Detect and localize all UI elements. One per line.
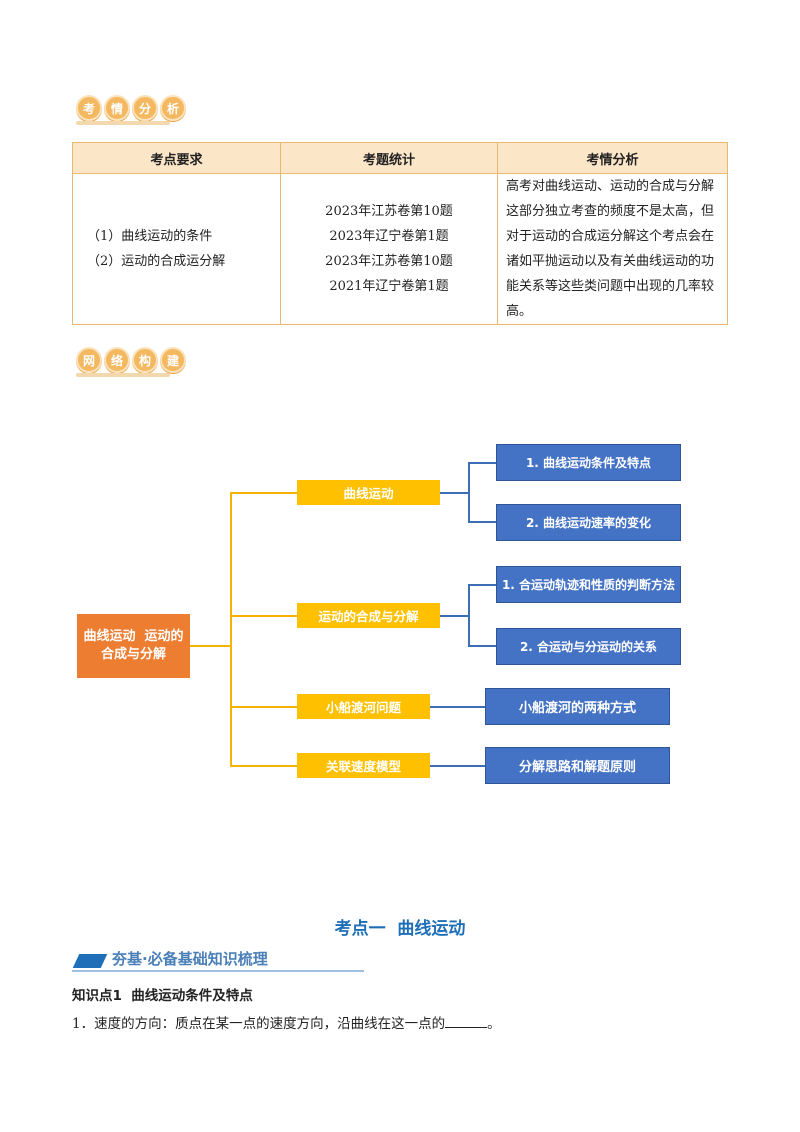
mindmap-root: 曲线运动 运动的 合成与分解 (77, 614, 190, 678)
statistics-cell: 2023年江苏卷第10题 2023年辽宁卷第1题 2023年江苏卷第10题 20… (280, 173, 498, 325)
badge-char: 情 (104, 95, 130, 121)
mindmap-branch: 运动的合成与分解 (297, 603, 440, 628)
mindmap-leaf: 1. 曲线运动条件及特点 (496, 444, 681, 481)
connector (230, 615, 297, 617)
connector (440, 492, 468, 494)
root-label: 曲线运动 运动的 (83, 629, 184, 644)
badge-underline (76, 121, 170, 125)
badge-char: 网 (76, 347, 102, 373)
connector (230, 706, 297, 708)
mindmap-leaf: 2. 曲线运动速率的变化 (496, 504, 681, 541)
mindmap-leaf: 2. 合运动与分运动的关系 (496, 628, 681, 665)
mindmap-branch: 小船渡河问题 (297, 694, 430, 719)
analysis-line: 能关系等这些类问题中出现的几率较 (506, 279, 715, 294)
analysis-line: 对于运动的合成运分解这个考点会在 (506, 229, 715, 244)
exam-analysis-table: 考点要求 考题统计 考情分析 （1）曲线运动的条件 （2）运动的合成运分解 20… (72, 142, 728, 325)
requirement-item: （2）运动的合成运分解 (87, 254, 226, 269)
kp-line-end: 。 (487, 1016, 501, 1032)
analysis-line: 诸如平抛运动以及有关曲线运动的功 (506, 254, 715, 269)
table-header: 考题统计 (280, 142, 498, 174)
requirement-item: （1）曲线运动的条件 (87, 229, 213, 244)
table-header-row: 考点要求 考题统计 考情分析 (72, 142, 728, 174)
section-title: 考点一 曲线运动 (334, 919, 466, 939)
connector (430, 765, 485, 767)
badge-char: 考 (76, 95, 102, 121)
analysis-cell: 高考对曲线运动、运动的合成与分解 这部分独立考查的频度不是太高，但 对于运动的合… (497, 173, 728, 325)
connector (440, 615, 468, 617)
analysis-line: 这部分独立考查的频度不是太高，但 (506, 204, 715, 219)
connector (230, 492, 297, 494)
fill-in-blank[interactable] (445, 1013, 488, 1028)
connector (190, 645, 230, 647)
subsection-banner: 夯基·必备基础知识梳理 (72, 946, 364, 972)
badge-char: 分 (132, 95, 158, 121)
table-header: 考情分析 (497, 142, 728, 174)
statistics-item: 2023年江苏卷第10题 (325, 204, 453, 219)
mindmap-branch: 曲线运动 (297, 480, 440, 505)
badge-char: 析 (160, 95, 186, 121)
badge-underline (76, 373, 170, 377)
badge-char: 构 (132, 347, 158, 373)
knowledge-point-line: 1．速度的方向：质点在某一点的速度方向，沿曲线在这一点的 。 (72, 1012, 501, 1032)
mindmap-branch: 关联速度模型 (297, 753, 430, 778)
banner-tab (72, 954, 108, 968)
connector (468, 462, 496, 464)
banner-rule (72, 970, 364, 972)
root-label: 合成与分解 (100, 647, 166, 662)
mindmap-leaf: 1. 合运动轨迹和性质的判断方法 (496, 566, 681, 603)
connector (230, 765, 297, 767)
table-row: （1）曲线运动的条件 （2）运动的合成运分解 2023年江苏卷第10题 2023… (72, 173, 728, 325)
kp-line-text: 1．速度的方向：质点在某一点的速度方向，沿曲线在这一点的 (72, 1016, 446, 1032)
statistics-item: 2023年辽宁卷第1题 (329, 229, 449, 244)
connector (468, 462, 470, 522)
section-badge-network: 网 络 构 建 (76, 347, 186, 373)
banner-text: 夯基·必备基础知识梳理 (112, 950, 268, 968)
statistics-item: 2021年辽宁卷第1题 (329, 279, 449, 294)
connector (468, 584, 470, 646)
section-badge-exam-analysis: 考 情 分 析 (76, 95, 186, 121)
connector (468, 521, 496, 523)
connector (430, 706, 485, 708)
badge-char: 络 (104, 347, 130, 373)
mindmap-leaf: 小船渡河的两种方式 (485, 688, 670, 725)
connector (468, 584, 496, 586)
table-header: 考点要求 (72, 142, 281, 174)
statistics-item: 2023年江苏卷第10题 (325, 254, 453, 269)
knowledge-point-title: 知识点1 曲线运动条件及特点 (72, 988, 253, 1004)
connector (468, 645, 496, 647)
badge-char: 建 (160, 347, 186, 373)
connector (230, 492, 232, 766)
mindmap-leaf: 分解思路和解题原则 (485, 747, 670, 784)
requirements-cell: （1）曲线运动的条件 （2）运动的合成运分解 (72, 173, 281, 325)
analysis-line: 高。 (506, 304, 533, 319)
analysis-line: 高考对曲线运动、运动的合成与分解 (506, 179, 715, 194)
